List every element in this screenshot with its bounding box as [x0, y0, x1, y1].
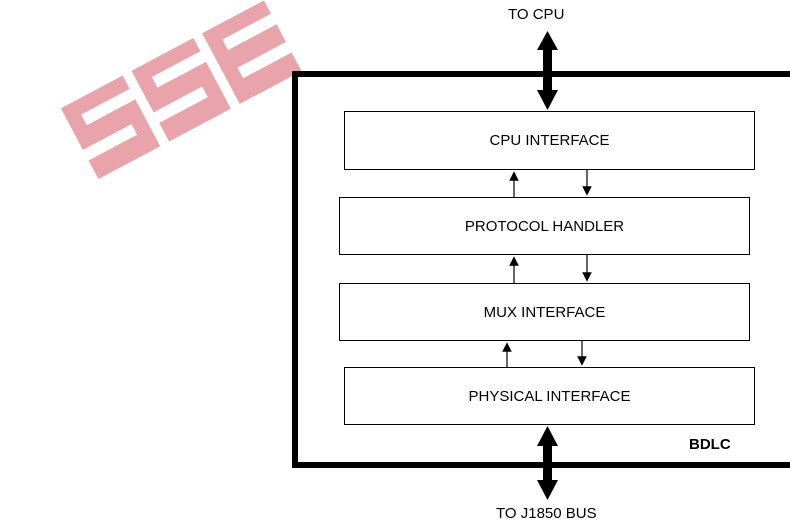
j1850-bus-arrow — [537, 426, 558, 500]
physical-interface-block: PHYSICAL INTERFACE — [344, 367, 755, 425]
bdlc-enclosure — [292, 71, 790, 468]
protocol-handler-block: PROTOCOL HANDLER — [339, 197, 750, 255]
bdlc-label: BDLC — [689, 436, 731, 453]
to-j1850-bus-label: TO J1850 BUS — [496, 505, 597, 522]
mux-interface-block: MUX INTERFACE — [339, 283, 750, 341]
cpu-bus-arrow — [537, 31, 558, 110]
to-cpu-label: TO CPU — [508, 6, 565, 23]
cpu-interface-block: CPU INTERFACE — [344, 111, 755, 170]
